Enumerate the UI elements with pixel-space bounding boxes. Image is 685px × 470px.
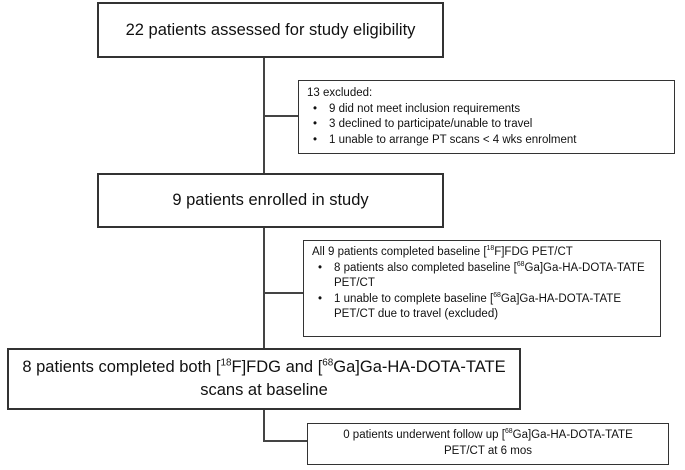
baseline-title: All 9 patients completed baseline [18F]F… <box>312 245 573 258</box>
assessed-box: 22 patients assessed for study eligibili… <box>97 2 444 58</box>
baseline-item: 8 patients also completed baseline [68Ga… <box>312 261 652 292</box>
enrolled-text: 9 patients enrolled in study <box>172 191 369 209</box>
excluded-box: 13 excluded: 9 did not meet inclusion re… <box>298 80 675 154</box>
baseline-box: All 9 patients completed baseline [18F]F… <box>303 240 661 337</box>
connector-vertical-3 <box>263 410 265 440</box>
connector-to-followup <box>263 440 307 442</box>
baseline-item: 1 unable to complete baseline [68Ga]Ga-H… <box>312 292 652 323</box>
followup-text: 0 patients underwent follow up [68Ga]Ga-… <box>343 428 633 457</box>
completed-both-text: 8 patients completed both [18F]FDG and [… <box>22 357 506 399</box>
enrolled-box: 9 patients enrolled in study <box>97 173 444 228</box>
assessed-text: 22 patients assessed for study eligibili… <box>125 20 416 39</box>
excluded-item: 1 unable to arrange PT scans < 4 wks enr… <box>307 133 666 149</box>
followup-box: 0 patients underwent follow up [68Ga]Ga-… <box>307 423 669 465</box>
excluded-title: 13 excluded: <box>307 87 373 99</box>
excluded-list: 9 did not meet inclusion requirements 3 … <box>307 102 666 149</box>
connector-to-excluded <box>263 115 298 117</box>
excluded-item: 9 did not meet inclusion requirements <box>307 102 666 118</box>
connector-vertical-2 <box>263 228 265 348</box>
completed-both-box: 8 patients completed both [18F]FDG and [… <box>7 348 521 410</box>
connector-to-baseline <box>263 292 303 294</box>
baseline-list: 8 patients also completed baseline [68Ga… <box>312 261 652 323</box>
excluded-item: 3 declined to participate/unable to trav… <box>307 117 666 133</box>
